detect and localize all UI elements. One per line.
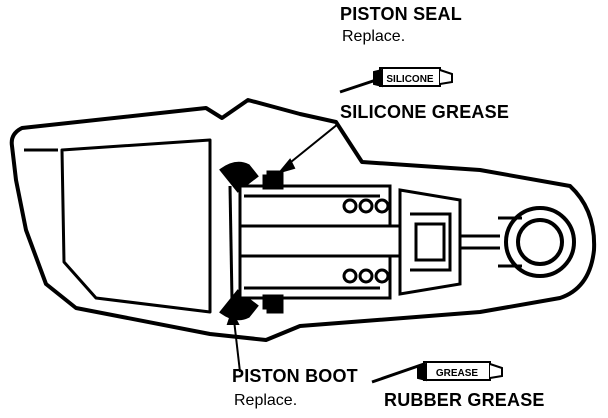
silicone-grease-tube-icon: SILICONE [339, 67, 453, 94]
piston-seal [266, 170, 284, 314]
adjuster-ring [498, 206, 576, 278]
piston-seal-title: PISTON SEAL [340, 4, 462, 24]
inner-mechanism [238, 188, 500, 296]
piston-boot [219, 161, 259, 321]
rubber-tube-label: GREASE [436, 368, 479, 379]
piston-boot-leader [233, 319, 241, 373]
rubber-grease-title: RUBBER GREASE [384, 390, 545, 410]
silicone-tube-label: SILICONE [386, 74, 434, 85]
piston-seal-arrowhead [277, 158, 296, 174]
piston-boot-arrowhead [226, 309, 240, 325]
piston-boot-title: PISTON BOOT [232, 366, 358, 386]
piston-seal-note: Replace. [342, 28, 406, 45]
piston-seal-leader [285, 123, 339, 167]
rubber-grease-tube-icon: GREASE [371, 361, 503, 384]
leader-lines [226, 123, 339, 373]
piston-boot-note: Replace. [234, 392, 298, 409]
silicone-grease-title: SILICONE GREASE [340, 102, 510, 122]
